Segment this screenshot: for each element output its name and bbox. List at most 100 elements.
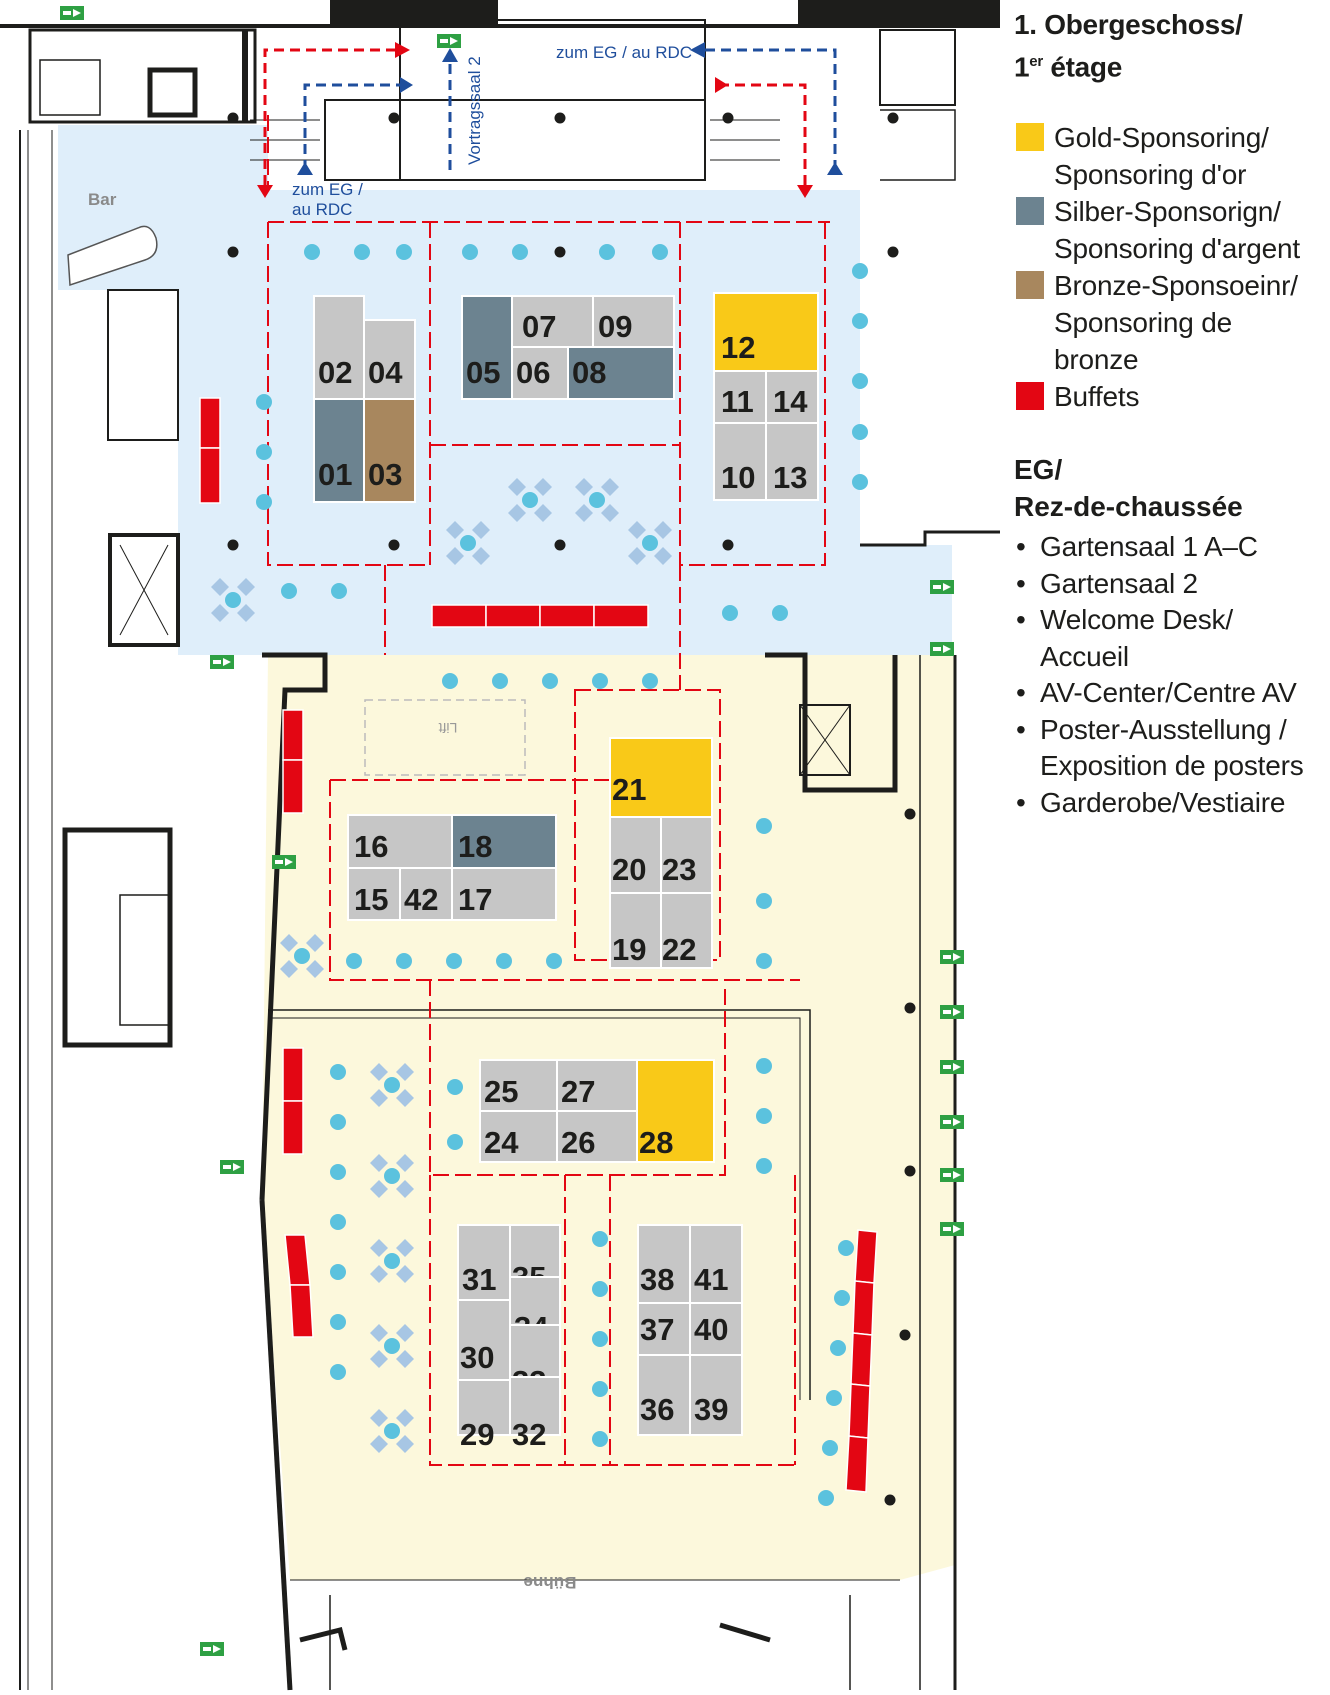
standing-table <box>756 1108 772 1124</box>
eg-item-label: Accueil <box>1040 640 1129 672</box>
eg-item-label: Garderobe/Vestiaire <box>1040 786 1286 818</box>
booth-20 <box>609 816 662 894</box>
booth-number: 14 <box>773 384 808 419</box>
seating-group <box>575 478 619 522</box>
booth-08 <box>567 346 675 400</box>
bronze-swatch <box>1016 271 1044 300</box>
exit-sign <box>930 580 954 594</box>
exit-sign <box>210 655 234 669</box>
legend: 1. Obergeschoss/ 1er étage Gold-Sponsori… <box>1014 6 1328 821</box>
standing-table <box>330 1064 346 1080</box>
pillar <box>554 246 566 258</box>
booth-number: 42 <box>404 882 438 917</box>
standing-table <box>330 1364 346 1380</box>
standing-table <box>852 474 868 490</box>
seating-group <box>370 1063 414 1107</box>
exit-sign <box>940 1060 964 1074</box>
booth-36 <box>637 1354 691 1436</box>
booth-26 <box>556 1110 638 1163</box>
buffets <box>199 397 878 1493</box>
booth-number: 20 <box>612 852 646 887</box>
standing-table <box>462 244 478 260</box>
eg-title: EG/ Rez-de-chaussée <box>1014 451 1328 525</box>
buffet <box>282 709 304 761</box>
zum-eg-left-label-1: zum EG / <box>292 180 363 199</box>
booth-number: 23 <box>662 852 696 887</box>
booth-13 <box>765 422 819 501</box>
standing-table <box>546 953 562 969</box>
buffet-swatch <box>1016 382 1044 411</box>
legend-label: Silber-Sponsorign/ <box>1054 196 1281 228</box>
floor-plan: Bar zum EG / au RDC <box>0 0 1000 1691</box>
bar-counter <box>67 225 158 287</box>
legend-item-gold: Gold-Sponsoring/ Sponsoring d'or <box>1014 119 1328 193</box>
booth-number: 39 <box>694 1392 728 1427</box>
legend-label: Sponsoring d'argent <box>1054 233 1300 265</box>
standing-table <box>756 953 772 969</box>
standing-table <box>830 1340 846 1356</box>
standing-table <box>496 953 512 969</box>
booth-39 <box>689 1354 743 1436</box>
standing-table <box>492 673 508 689</box>
exit-sign <box>940 1222 964 1236</box>
eg-item-label: AV-Center/Centre AV <box>1040 677 1297 709</box>
booth-14 <box>765 370 819 424</box>
booth-31 <box>457 1224 511 1301</box>
standing-table <box>818 1490 834 1506</box>
pillars <box>227 112 916 1506</box>
zum-eg-top-label: zum EG / au RDC <box>556 43 692 62</box>
booth-18 <box>451 814 557 869</box>
booth-number: 36 <box>640 1392 674 1427</box>
exit-sign <box>940 1168 964 1182</box>
legend-label: Gold-Sponsoring/ <box>1054 122 1269 154</box>
booth-number: 27 <box>561 1074 595 1109</box>
pillar <box>904 1002 916 1014</box>
eg-item-label: Poster-Ausstellung / <box>1040 713 1287 745</box>
seating-group <box>370 1239 414 1283</box>
pillar <box>227 112 239 124</box>
standing-table <box>346 953 362 969</box>
standing-table <box>834 1290 850 1306</box>
booth-number: 05 <box>466 355 500 390</box>
booth-number: 12 <box>721 330 755 365</box>
legend-title-line2-rest: étage <box>1042 51 1122 83</box>
booth-03 <box>363 398 416 503</box>
buffet <box>289 1284 314 1338</box>
eg-item-label: Gartensaal 1 A–C <box>1040 531 1258 563</box>
standing-table <box>330 1264 346 1280</box>
booth-number: 41 <box>694 1262 728 1297</box>
standing-table <box>852 263 868 279</box>
standing-table <box>396 953 412 969</box>
booth-number: 24 <box>484 1125 519 1160</box>
buffet <box>431 604 487 628</box>
booth-number: 22 <box>662 932 696 967</box>
standing-table <box>447 1079 463 1095</box>
seating-group <box>370 1324 414 1368</box>
booth-number: 38 <box>640 1262 674 1297</box>
pillar <box>227 246 239 258</box>
booth-number: 17 <box>458 882 492 917</box>
seating-groups <box>211 478 672 1453</box>
standing-table <box>330 1214 346 1230</box>
eg-item-label: Exposition de posters <box>1040 750 1304 782</box>
buffet <box>282 759 304 814</box>
legend-label: Bronze-Sponsoeinr/ <box>1054 270 1298 302</box>
buffet <box>199 447 221 504</box>
pillar <box>722 112 734 124</box>
standing-table <box>652 244 668 260</box>
booth-number: 10 <box>721 460 755 495</box>
zone-lines <box>267 115 830 1466</box>
pillar <box>227 539 239 551</box>
standing-table <box>838 1240 854 1256</box>
standing-table <box>852 424 868 440</box>
sponsor-legend: Gold-Sponsoring/ Sponsoring d'or Silber-… <box>1014 119 1328 415</box>
exit-sign <box>60 6 84 20</box>
building-walls <box>0 0 1000 1691</box>
booth-21 <box>609 737 713 818</box>
buffet <box>199 397 221 449</box>
standing-table <box>442 673 458 689</box>
seating-group <box>370 1154 414 1198</box>
booth-41 <box>689 1224 743 1304</box>
seating-group <box>628 521 672 565</box>
